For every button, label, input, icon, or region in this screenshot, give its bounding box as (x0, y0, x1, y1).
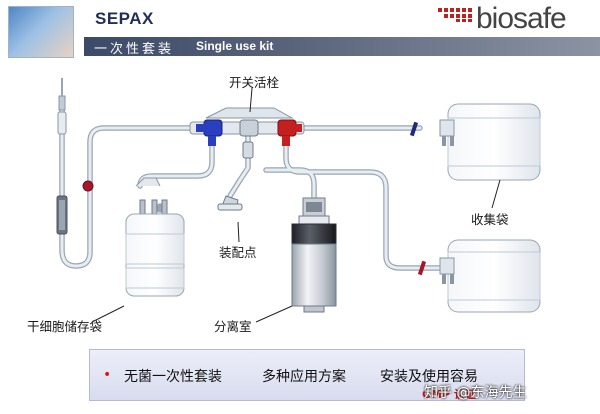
slide-title: SEPAX (95, 9, 154, 28)
subtitle-bar: 一次性套装 Single use kit (84, 37, 600, 57)
features-box: • 无菌一次性套装 多种应用方案 安装及使用容易 GMP 认证 (89, 349, 525, 401)
clamp-red (417, 260, 427, 276)
assembly-spike (217, 141, 254, 211)
separation-chamber (291, 197, 337, 313)
biosafe-logo-icon (438, 8, 472, 22)
label-assembly-point: 装配点 (219, 245, 257, 260)
storage-bag (125, 177, 185, 297)
subtitle-cn: 一次性套装 (94, 42, 175, 57)
collection-bag-bottom (439, 239, 541, 313)
biosafe-logo-text: biosafe (476, 2, 567, 35)
label-collection-bag: 收集袋 (471, 212, 509, 227)
gmp-certification: GMP 认证 (422, 388, 476, 401)
feature-sterile: 无菌一次性套装 (124, 369, 222, 385)
watermark: 知乎 @东海先生 (424, 385, 527, 401)
bullet-icon: • (103, 367, 112, 383)
label-separation-chamber: 分离室 (214, 319, 252, 334)
subtitle-en: Single use kit (196, 39, 274, 53)
collection-bag-top (439, 103, 541, 181)
hands-photo (8, 6, 74, 58)
clamp-blue (409, 121, 419, 137)
feature-easy-use: 安装及使用容易 (380, 369, 478, 385)
label-stopcock: 开关活栓 (229, 75, 280, 90)
stopcock-manifold (189, 107, 305, 146)
drip-line (56, 78, 94, 235)
label-storage-bag: 干细胞储存袋 (27, 319, 103, 334)
kit-diagram (56, 78, 541, 313)
feature-applications: 多种应用方案 (262, 369, 346, 385)
slide-header: SEPAX 一次性套装 Single use kit biosafe (0, 0, 600, 58)
